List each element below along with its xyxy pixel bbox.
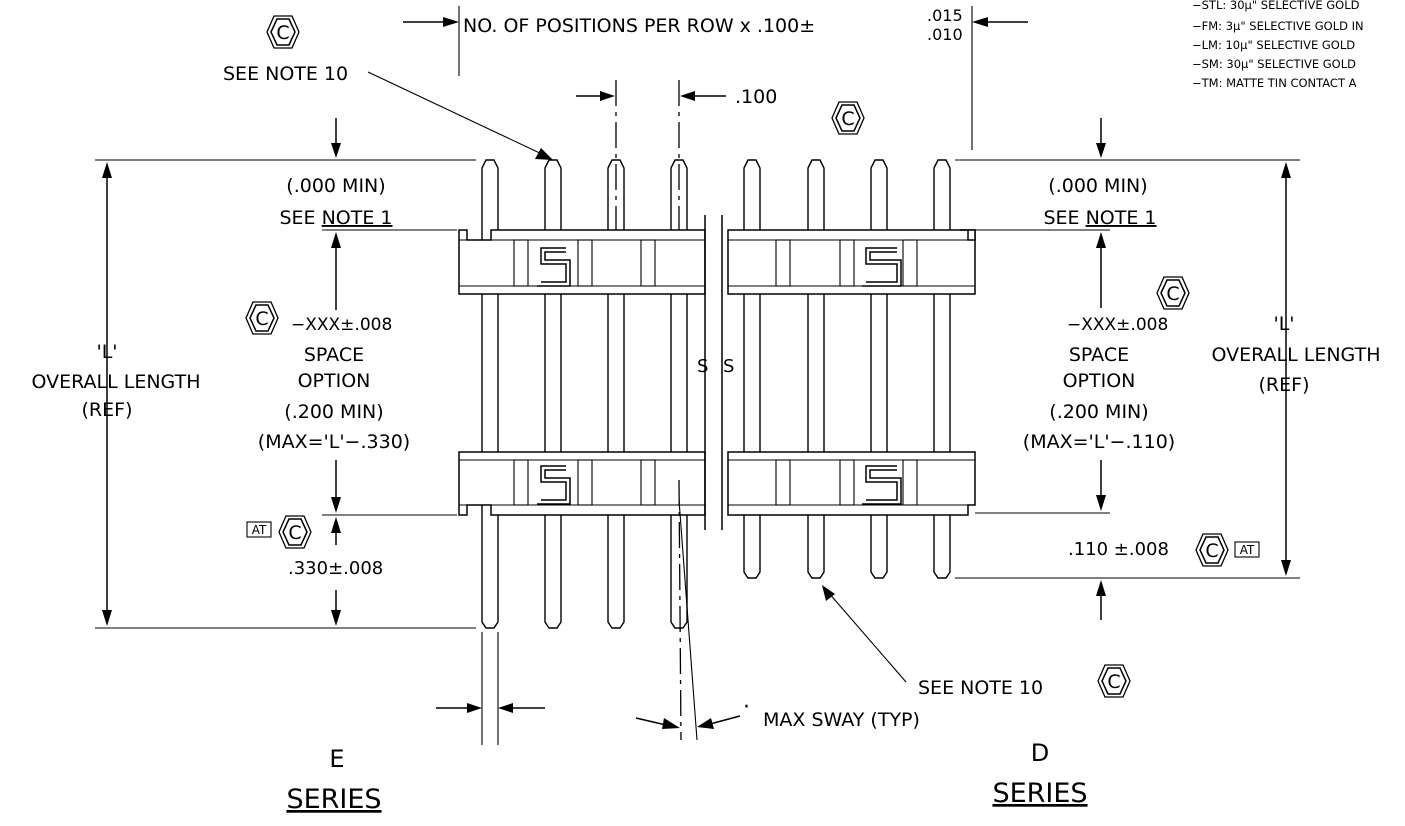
e-letter: E [329, 745, 344, 773]
d-option: OPTION [1063, 370, 1136, 392]
svg-text:C: C [1107, 671, 1120, 693]
positions-per-row-label: NO. OF POSITIONS PER ROW x .100± [463, 15, 815, 37]
break-s-left: S [697, 356, 708, 377]
e-rev-marker-at: C [278, 515, 312, 549]
d-series-label: SERIES [992, 778, 1087, 809]
e-rev-marker-space: C [245, 301, 279, 335]
d-series-dimensions: (.000 MIN) SEE NOTE 1 C −XXX±.008 SPACE … [955, 118, 1381, 620]
plating-note-stl: −STL: 30μ" SELECTIVE GOLD [1192, 0, 1360, 12]
d-at-box: AT [1234, 541, 1260, 558]
e-ref: (REF) [82, 399, 133, 421]
see-note-10-bottom: SEE NOTE 10 [918, 677, 1043, 699]
plating-note-fm: −FM: 3μ" SELECTIVE GOLD IN [1192, 19, 1364, 33]
pitch-label: .100 [735, 86, 777, 108]
d-letter: D [1031, 739, 1049, 767]
sway-dot: · [743, 695, 750, 720]
d-ref: (REF) [1259, 374, 1310, 396]
e-option: OPTION [298, 370, 371, 392]
d-min-000: (.000 MIN) [1048, 175, 1147, 197]
d-l-quote: 'L' [1273, 313, 1294, 335]
plating-note-tm: −TM: MATTE TIN CONTACT A [1192, 76, 1357, 90]
svg-text:AT: AT [252, 523, 267, 537]
pitch-dimension: .100 [576, 86, 777, 108]
positions-tol-upper: .015 [927, 6, 963, 25]
e-series-dimensions: (.000 MIN) SEE NOTE 1 C −XXX±.008 SPACE … [31, 118, 476, 629]
max-sway-label: MAX SWAY (TYP) [763, 709, 920, 731]
rev-marker-top-left: C [266, 15, 300, 49]
see-note-10-top: SEE NOTE 10 [223, 63, 348, 85]
d-overall-length: OVERALL LENGTH [1211, 344, 1380, 366]
e-at-box: AT [246, 521, 272, 538]
e-series-label: SERIES [286, 784, 381, 815]
e-see-note-1: SEE NOTE 1 [279, 207, 392, 229]
d-xxx-tol: −XXX±.008 [1067, 315, 1168, 335]
d-dim-110: .110 ±.008 [1068, 539, 1169, 560]
e-min-200: (.200 MIN) [284, 401, 383, 423]
d-series-title: D SERIES [992, 739, 1087, 809]
plating-note-lm: −LM: 10μ" SELECTIVE GOLD [1192, 38, 1355, 52]
e-l-quote: 'L' [96, 341, 117, 363]
positions-dimension: NO. OF POSITIONS PER ROW x .100± .015 .0… [403, 6, 1028, 150]
svg-text:C: C [841, 108, 854, 130]
e-max: (MAX='L'−.330) [258, 431, 410, 453]
e-dim-330: .330±.008 [288, 558, 383, 579]
svg-text:C: C [1205, 540, 1218, 562]
break-s-right: S [723, 356, 734, 377]
svg-text:C: C [1166, 283, 1179, 305]
svg-text:C: C [288, 522, 301, 544]
e-xxx-tol: −XXX±.008 [291, 315, 392, 335]
d-space: SPACE [1069, 344, 1129, 366]
rev-marker-pitch: C [831, 101, 865, 135]
upper-insulator [458, 229, 976, 295]
d-see-note-1: SEE NOTE 1 [1043, 207, 1156, 229]
e-space: SPACE [304, 344, 364, 366]
positions-tol-lower: .010 [927, 25, 963, 44]
d-rev-marker-at: C [1195, 533, 1229, 567]
e-min-000: (.000 MIN) [286, 175, 385, 197]
plating-notes: −STL: 30μ" SELECTIVE GOLD −FM: 3μ" SELEC… [1192, 0, 1364, 90]
e-overall-length: OVERALL LENGTH [31, 371, 200, 393]
d-rev-marker-space: C [1156, 276, 1190, 310]
d-max: (MAX='L'−.110) [1023, 431, 1175, 453]
e-series-title: E SERIES [286, 745, 381, 815]
plating-note-sm: −SM: 30μ" SELECTIVE GOLD [1192, 57, 1356, 71]
d-min-200: (.200 MIN) [1049, 401, 1148, 423]
lower-insulator [458, 451, 976, 516]
break-symbol: S S [697, 215, 734, 530]
svg-text:C: C [276, 22, 289, 44]
svg-text:AT: AT [1240, 543, 1255, 557]
rev-marker-bottom: C [1097, 664, 1131, 698]
svg-text:C: C [255, 308, 268, 330]
